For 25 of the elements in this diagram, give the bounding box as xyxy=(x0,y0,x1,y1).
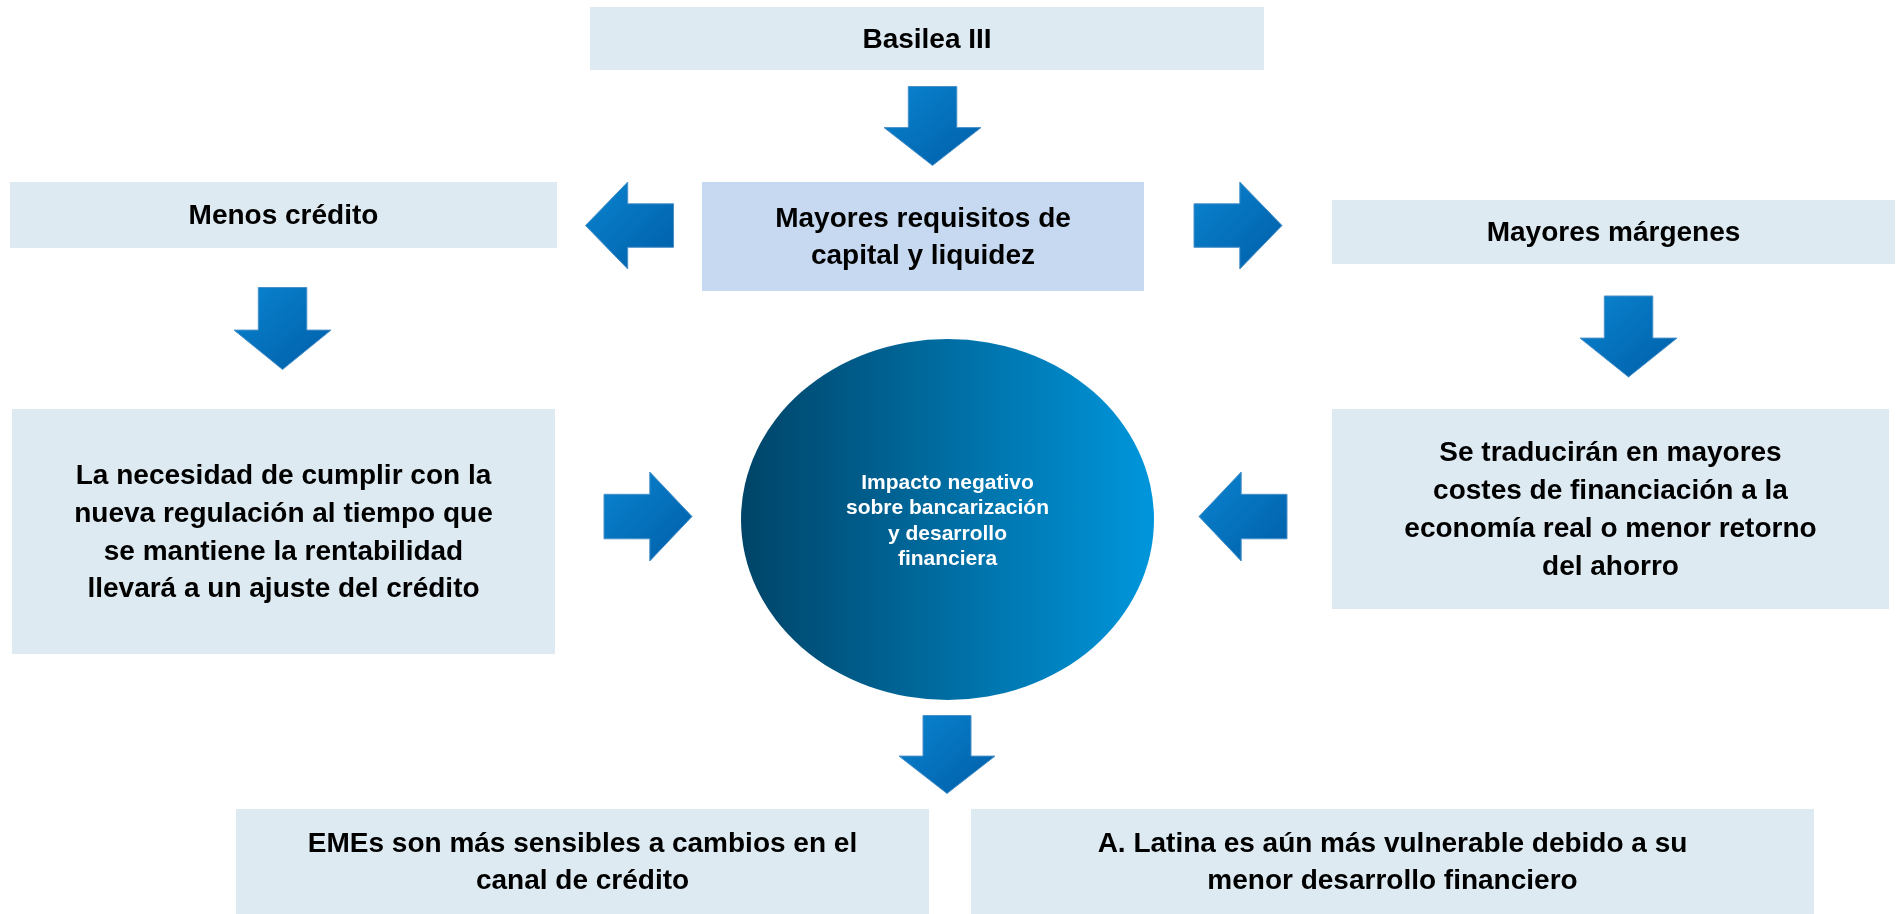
process-box xyxy=(1332,409,1889,609)
node-text: Menos crédito xyxy=(188,198,379,232)
process-box xyxy=(590,7,1264,70)
process-box xyxy=(10,182,557,248)
block-arrow xyxy=(1193,181,1283,270)
node-text: Impacto negativo sobre bancarización y desarrollo financiera xyxy=(844,469,1051,570)
node-text: Basilea III xyxy=(862,21,992,56)
block-arrow xyxy=(883,86,982,166)
block-arrow xyxy=(603,471,693,562)
process-box xyxy=(236,809,929,914)
node-text: Mayores márgenes xyxy=(1486,215,1741,249)
process-box xyxy=(12,409,555,654)
node-text: Mayores requisitos de capital y liquidez xyxy=(774,201,1072,272)
block-arrow xyxy=(585,181,674,270)
block-arrow xyxy=(233,287,332,370)
process-box xyxy=(971,809,1814,914)
block-arrow xyxy=(1198,471,1288,562)
node-text: A. Latina es aún más vulnerable debido a su menor desarrollo financiero xyxy=(1096,826,1689,897)
block-arrow xyxy=(1579,295,1678,378)
node-text: Se traducirán en mayores costes de financiación a la economía real o menor retorno del ahorro xyxy=(1403,435,1818,583)
node-text: EMEs son más sensibles a cambios en el canal de crédito xyxy=(306,826,859,897)
node-text: La necesidad de cumplir con la nueva regulación al tiempo que se mantiene la rentabilidad llevará a un ajuste del crédito xyxy=(73,457,494,606)
process-box xyxy=(702,182,1144,291)
block-arrow xyxy=(898,715,996,794)
process-box xyxy=(1332,200,1895,264)
